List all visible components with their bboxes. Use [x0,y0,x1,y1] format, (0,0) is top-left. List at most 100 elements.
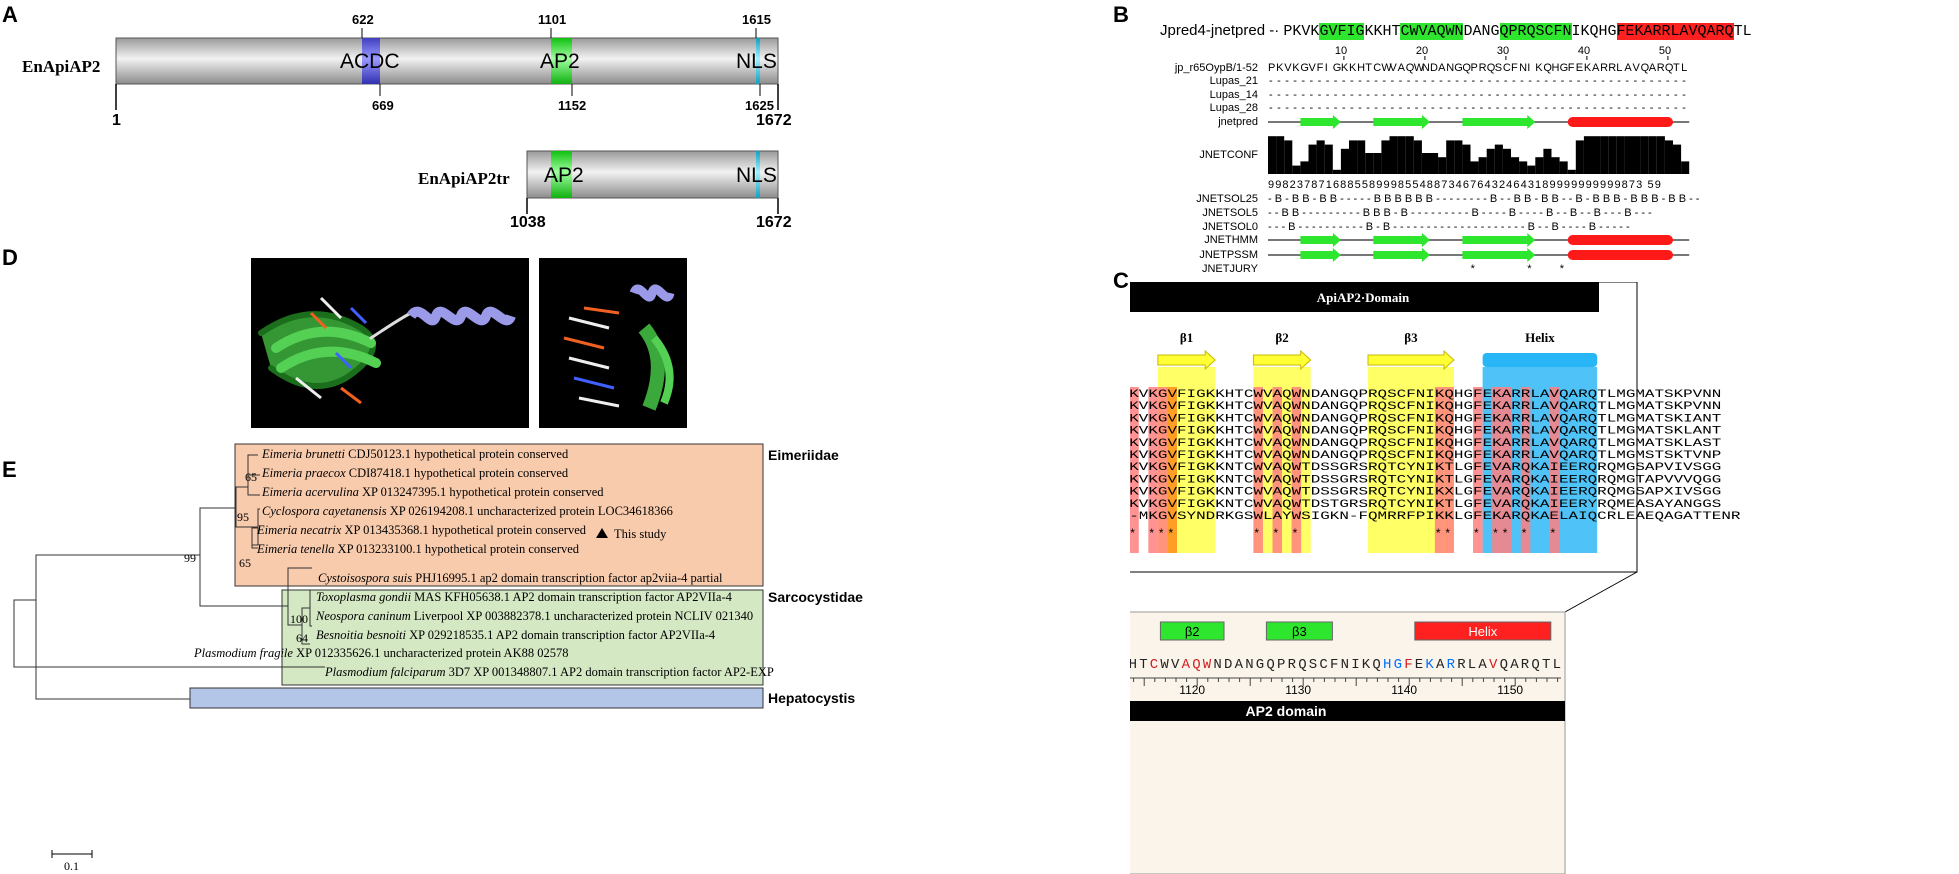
ss-box-label: Helix [1468,624,1497,639]
conserved-column-highlight [1291,387,1302,553]
ss-box [1414,621,1552,641]
sequence-residue: V [1284,62,1292,74]
conf-bar [1624,136,1633,174]
panel-label-c: C [1113,268,1129,293]
lupas-dash: - [1439,89,1443,101]
jpred-segment: FEKARRLAVQARQ [1616,23,1734,40]
lupas-dash: - [1423,89,1427,101]
lupas-dash: - [1407,75,1411,87]
lupas-dash: - [1496,102,1500,114]
lupas-dash: - [1382,89,1386,101]
lupas-dash: - [1496,89,1500,101]
taxon-detail: XP 029218535.1 AP2 domain transcription … [406,628,716,642]
acdc-domain [362,38,380,84]
sequence-residue: P [1268,62,1275,74]
conf-bar [1308,144,1317,174]
lupas-dash: - [1342,75,1346,87]
sequence-residue: T [1673,62,1680,74]
domain-residue: Q [1372,657,1380,673]
lupas-dash: - [1496,75,1500,87]
lupas-dash: - [1634,75,1638,87]
tr-nls-domain [756,151,760,198]
sequence-residue: T [1365,62,1372,74]
conf-bar [1511,157,1520,174]
sequence-residue: F [1317,62,1324,74]
lupas-dash: - [1334,75,1338,87]
lupas-dash: - [1334,89,1338,101]
conf-bar [1681,161,1690,174]
sequence-residue: K [1292,62,1300,74]
lupas-dash: - [1488,102,1492,114]
sequence-residue: D [1430,62,1438,74]
acdc-label: ACDC [340,50,400,73]
sequence-residue: K [1535,62,1543,74]
lupas-dash: - [1528,102,1532,114]
sequence-residue: R [1608,62,1616,74]
domain-residue: Q [1298,657,1306,673]
lupas-dash: - [1666,102,1670,114]
strand-arrow [1300,248,1341,262]
alignment-sequence: QAERLEYARRAATLEKVKGVFIGKKNTCWVAQWTDSSGRS… [1130,474,1721,486]
lupas-dash: - [1544,102,1548,114]
lupas-dash: - [1553,89,1557,101]
beta-arrow [1252,349,1312,371]
domain-residue: T [1542,657,1550,673]
conf-bar [1324,144,1333,174]
taxon-detail: PHJ16995.1 ap2 domain transcription fact… [412,571,723,585]
domain-residue: K [1362,657,1371,673]
lupas-dash: - [1374,102,1378,114]
lupas-dash: - [1342,89,1346,101]
lupas-dash: - [1617,89,1621,101]
sequence-residue: W [1414,62,1425,74]
domain-residue: A [1478,657,1487,673]
sequence-residue: L [1616,62,1622,74]
jpred-seq-prefix: PKVK [1283,23,1320,40]
lupas-dash: - [1350,75,1354,87]
helix-cylinder [1482,353,1598,367]
jpred-segment: CWVAQWN [1400,23,1464,40]
conf-bar [1567,169,1576,174]
lupas-dash: - [1488,89,1492,101]
lupas-dash: - [1634,102,1638,114]
lupas-dash: - [1536,75,1540,87]
enapiap2-label: EnApiAP2 [22,57,100,76]
lupas-dash: - [1318,89,1322,101]
domain-residue: A [1235,657,1244,673]
lupas-dash: - [1666,75,1670,87]
lupas-dash: - [1310,102,1314,114]
lupas-dash: - [1358,75,1362,87]
lupas-dash: - [1666,89,1670,101]
lupas-dash: - [1293,89,1297,101]
sequence-residue: K [1276,62,1284,74]
sequence-residue: A [1624,62,1632,74]
domain-residue: N [1245,657,1253,673]
lupas-dash: - [1326,75,1330,87]
domain-residue: C [1319,657,1327,673]
sequence-residue: F [1511,62,1518,74]
sequence-residue: G [1333,62,1342,74]
beta-arrow [1157,349,1216,371]
sequence-residue: G [1300,62,1309,74]
lupas-dash: - [1463,89,1467,101]
lupas-dash: - [1634,89,1638,101]
jpred-segment: DANG [1463,23,1500,40]
domain-residue: N [1213,657,1221,673]
conf-bar [1284,140,1293,174]
domain-residue: R [1288,657,1297,673]
conf-bar [1300,161,1309,174]
lupas-dash: - [1650,102,1654,114]
conserved-column-highlight [1253,387,1263,553]
sequence-residue: V [1633,62,1641,74]
conf-bar [1616,136,1625,174]
lupas-dash: - [1415,75,1419,87]
taxon-detail: XP 013247395.1 hypothetical protein cons… [359,485,604,499]
jpred-row-label: JNETSOL0 [1202,221,1258,233]
conf-bar [1268,136,1277,174]
sequence-residue: G [1454,62,1463,74]
sequence-residue: Q [1406,62,1415,74]
taxon-genus: Besnoitia besnoiti [316,628,406,642]
lupas-dash: - [1561,89,1565,101]
lupas-dash: - [1512,75,1516,87]
sequence-residue: Q [1462,62,1471,74]
alignment-sequence: CPMRQQYAVRAAELPKVKGVFIGKKHTCWVAQWNDANGQP… [1130,450,1722,462]
